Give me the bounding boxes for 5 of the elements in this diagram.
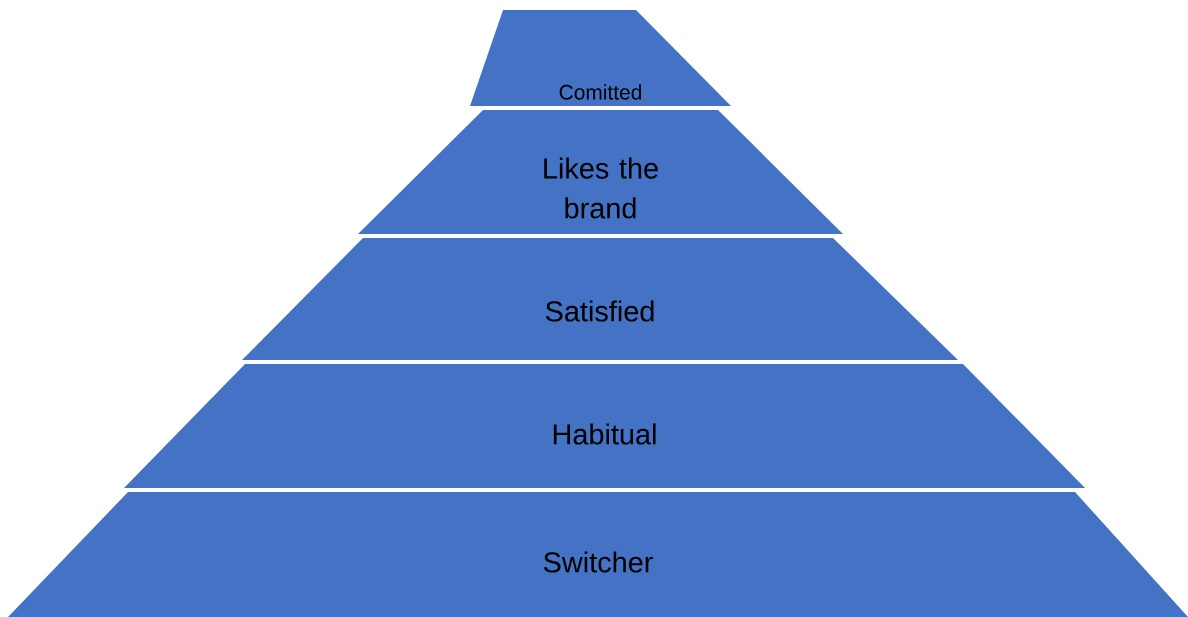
pyramid-level: Comitted bbox=[470, 10, 731, 106]
pyramid-level: Likes the brand bbox=[358, 110, 843, 234]
pyramid-level: Habitual bbox=[124, 364, 1085, 488]
pyramid-level: Switcher bbox=[8, 492, 1188, 617]
pyramid-level: Satisfied bbox=[242, 238, 958, 360]
